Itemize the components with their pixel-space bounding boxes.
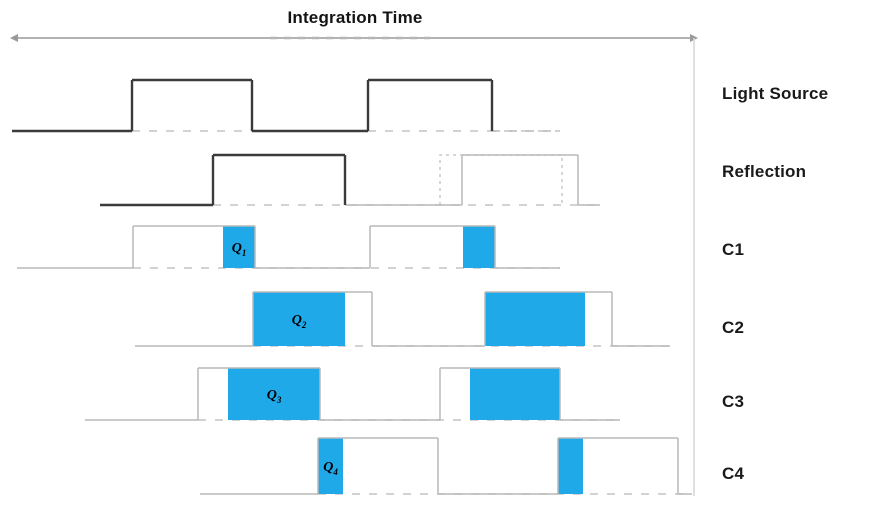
row-label-light-source: Light Source: [722, 84, 829, 103]
charge-fill-c1-1: [463, 226, 495, 268]
row-label-c1: C1: [722, 240, 745, 259]
row-label-c2: C2: [722, 318, 745, 337]
charge-fill-c2-0: [253, 292, 345, 346]
waveform-c3: Q3: [85, 367, 620, 421]
row-label-c4: C4: [722, 464, 745, 483]
waveform-light-source: [12, 78, 560, 133]
integration-time-axis: [10, 34, 698, 496]
charge-label-sub-c4: 4: [332, 467, 338, 477]
charge-fill-c2-1: [485, 292, 585, 346]
charge-fill-c3-0: [228, 368, 320, 420]
page-title: Integration Time: [287, 8, 423, 27]
charge-fill-c1-0: [223, 226, 255, 268]
ghost-pulse-reflection: [439, 154, 563, 205]
charge-label-sub-c1: 1: [242, 248, 247, 258]
charge-label-sub-c2: 2: [301, 320, 307, 330]
charge-label-sub-c3: 3: [276, 395, 282, 405]
charge-fill-c4-0: [318, 438, 343, 494]
waveform-reflection: [100, 153, 600, 207]
waveform-c4: Q4: [200, 437, 692, 495]
waveform-c1: Q1: [17, 225, 560, 269]
charge-fill-c3-1: [470, 368, 560, 420]
row-label-c3: C3: [722, 392, 745, 411]
charge-fill-c4-1: [558, 438, 583, 494]
waveform-c2: Q2: [135, 291, 670, 347]
row-label-reflection: Reflection: [722, 162, 807, 181]
